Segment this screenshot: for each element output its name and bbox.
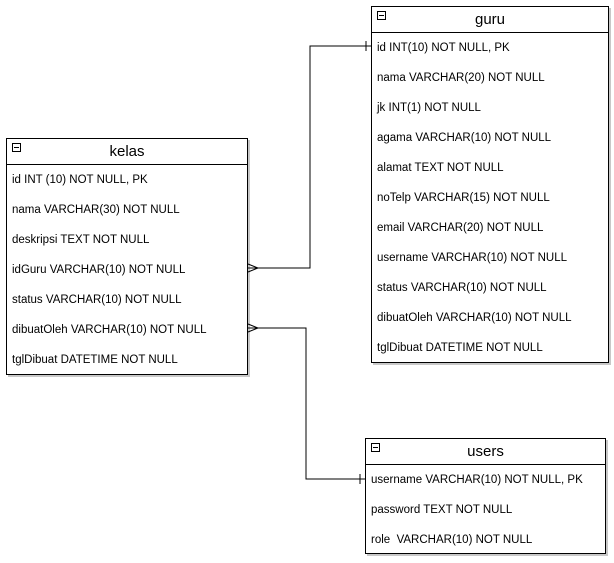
entity-title: kelas <box>109 143 145 160</box>
attribute-row[interactable]: tglDibuat DATETIME NOT NULL <box>12 354 178 366</box>
connector-line <box>248 327 365 480</box>
attribute-row[interactable]: noTelp VARCHAR(15) NOT NULL <box>377 192 550 204</box>
attribute-row[interactable]: email VARCHAR(20) NOT NULL <box>377 222 544 234</box>
attribute-row[interactable]: status VARCHAR(10) NOT NULL <box>377 282 547 294</box>
entity-title: guru <box>474 11 506 28</box>
relationship-kelas-users[interactable] <box>247 323 365 484</box>
attribute-row[interactable]: id INT (10) NOT NULL, PK <box>12 174 148 186</box>
attribute-row[interactable]: status VARCHAR(10) NOT NULL <box>12 294 182 306</box>
entity-kelas[interactable]: kelas id INT (10) NOT NULL, PK nama VARC… <box>6 138 248 375</box>
collapse-icon[interactable] <box>12 143 21 152</box>
attribute-row[interactable]: username VARCHAR(10) NOT NULL <box>377 252 568 264</box>
attribute-list: id INT (10) NOT NULL, PK nama VARCHAR(30… <box>7 165 247 375</box>
collapse-icon[interactable] <box>377 11 386 20</box>
attribute-row[interactable]: idGuru VARCHAR(10) NOT NULL <box>12 264 186 276</box>
attribute-row[interactable]: nama VARCHAR(30) NOT NULL <box>12 204 180 216</box>
attribute-row[interactable]: id INT(10) NOT NULL, PK <box>377 42 510 54</box>
attribute-row[interactable]: deskripsi TEXT NOT NULL <box>12 234 150 246</box>
attribute-list: id INT(10) NOT NULL, PK nama VARCHAR(20)… <box>372 33 608 363</box>
entity-header: guru <box>372 7 608 33</box>
crows-foot-many-marker <box>247 263 260 273</box>
attribute-row[interactable]: dibuatOleh VARCHAR(10) NOT NULL <box>12 324 207 336</box>
relationship-kelas-guru[interactable] <box>247 41 371 273</box>
entity-header: kelas <box>7 139 247 165</box>
entity-guru[interactable]: guru id INT(10) NOT NULL, PK nama VARCHA… <box>371 6 609 363</box>
attribute-row[interactable]: role VARCHAR(10) NOT NULL <box>371 534 533 546</box>
attribute-row[interactable]: password TEXT NOT NULL <box>371 504 513 516</box>
attribute-row[interactable]: jk INT(1) NOT NULL <box>377 102 481 114</box>
connector-line <box>248 45 371 269</box>
attribute-row[interactable]: agama VARCHAR(10) NOT NULL <box>377 132 552 144</box>
attribute-row[interactable]: alamat TEXT NOT NULL <box>377 162 504 174</box>
entity-users[interactable]: users username VARCHAR(10) NOT NULL, PK … <box>365 438 606 554</box>
collapse-icon[interactable] <box>371 443 380 452</box>
entity-header: users <box>366 439 605 465</box>
entity-title: users <box>467 443 504 460</box>
attribute-row[interactable]: tglDibuat DATETIME NOT NULL <box>377 342 543 354</box>
crows-foot-many-marker <box>247 323 260 333</box>
attribute-list: username VARCHAR(10) NOT NULL, PK passwo… <box>366 465 605 555</box>
attribute-row[interactable]: nama VARCHAR(20) NOT NULL <box>377 72 545 84</box>
attribute-row[interactable]: username VARCHAR(10) NOT NULL, PK <box>371 474 583 486</box>
attribute-row[interactable]: dibuatOleh VARCHAR(10) NOT NULL <box>377 312 572 324</box>
